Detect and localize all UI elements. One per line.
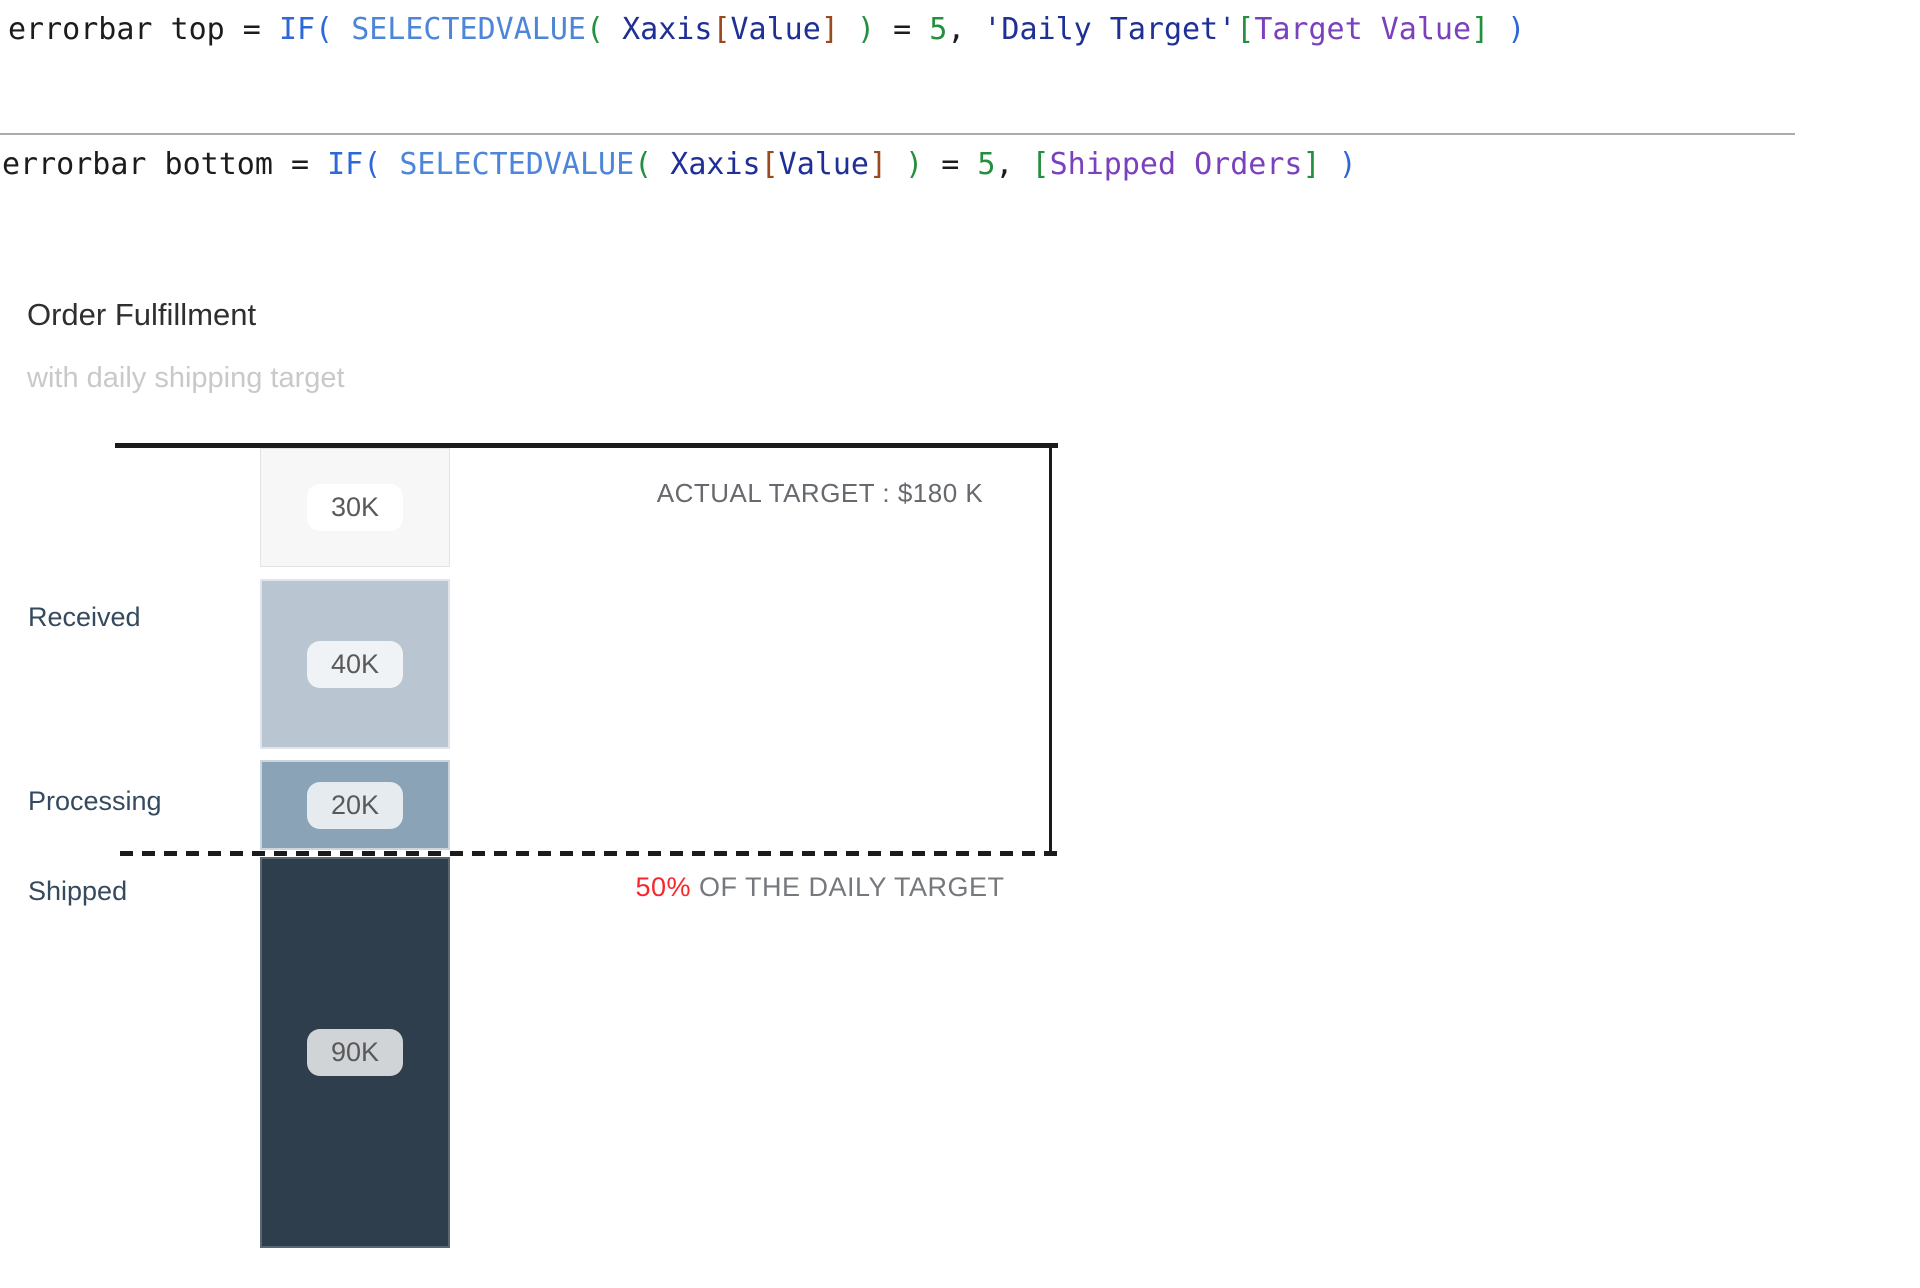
dax-token: ] [868,147,906,182]
data-label-pill: 40K [307,640,403,688]
percent-value: 50% [635,872,691,902]
dax-token: ) [856,12,894,47]
dax-token: 5 [977,147,996,182]
dax-token: Value [730,12,821,47]
dax-token: ) [1507,12,1526,47]
dax-token: ] [1471,12,1508,47]
data-label-pill: 90K [307,1029,403,1076]
percent-text: OF THE DAILY TARGET [690,872,1005,902]
errorbar-bottom-dashed-line [120,851,1060,856]
dax-formula-errorbar-top[interactable]: errorbar top = IF( SELECTEDVALUE( Xaxis[… [8,8,1525,52]
chart-title: Order Fulfillment [27,297,257,332]
dax-token: 'Daily Target' [983,12,1237,47]
dax-token: errorbar bottom = [2,147,328,182]
errorbar-whisker-line [1049,445,1052,856]
dax-formula-errorbar-bottom[interactable]: errorbar bottom = IF( SELECTEDVALUE( Xax… [2,143,1357,187]
dax-token: IF( [327,147,400,182]
dax-token: ] [820,12,857,47]
dax-token: [ [760,147,779,182]
dax-token: ( [634,147,671,182]
bar-segment-processing[interactable]: 20K [260,760,450,850]
dax-token: Xaxis [670,147,761,182]
data-label-pill: 30K [307,484,403,531]
dax-token: Target Value [1254,12,1472,47]
dax-token: [ [712,12,731,47]
dax-token: ) [1338,147,1357,182]
dax-token: , [995,147,1032,182]
dax-token: = [941,147,978,182]
dax-token: SELECTEDVALUE [351,12,586,47]
dax-token: ( [586,12,623,47]
dax-token: Value [778,147,869,182]
dax-token: 5 [929,12,948,47]
bar-segment-shipped[interactable]: 90K [260,857,450,1248]
category-label-received: Received [28,602,141,632]
dax-token: Xaxis [622,12,713,47]
data-label-pill: 20K [307,781,403,829]
dax-token: [ [1236,12,1255,47]
horizontal-divider [0,133,1795,135]
dax-token: ] [1302,147,1339,182]
category-label-shipped: Shipped [28,876,128,906]
dax-token: , [947,12,984,47]
daily-target-percent-annotation: 50% OF THE DAILY TARGET [520,872,1120,903]
actual-target-annotation: ACTUAL TARGET : $180 K [656,478,984,508]
dax-token: IF( [278,12,352,47]
dax-token: ) [905,147,942,182]
dax-token: errorbar top = [8,12,279,47]
dax-token: Shipped Orders [1049,147,1303,182]
chart-subtitle: with daily shipping target [27,362,345,394]
errorbar-top-line [115,443,1058,448]
bar-segment-target-gap[interactable]: 30K [260,448,450,567]
dax-token: = [893,12,930,47]
bar-segment-received[interactable]: 40K [260,579,450,749]
category-label-processing: Processing [28,786,162,816]
dax-token: [ [1031,147,1050,182]
dax-token: SELECTEDVALUE [399,147,635,182]
